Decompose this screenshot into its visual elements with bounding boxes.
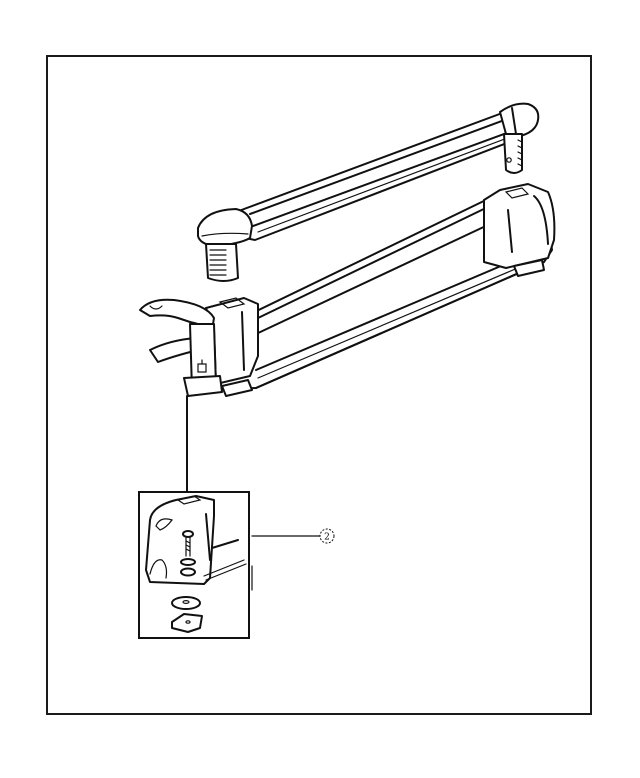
lock-lever	[139, 298, 223, 397]
washer-icon	[171, 596, 201, 610]
latch-teeth-left	[209, 249, 227, 276]
diagram-frame	[46, 55, 592, 715]
mounting-detail-inset	[138, 491, 253, 639]
callout-number: 2	[324, 533, 330, 543]
key-lock-icon	[197, 359, 207, 373]
lower-base-bar	[205, 183, 556, 397]
bolt-icon	[182, 530, 194, 557]
upper-clamp-bar	[197, 102, 540, 282]
callout-2: 2	[251, 528, 335, 544]
square-nut-icon	[171, 613, 203, 633]
